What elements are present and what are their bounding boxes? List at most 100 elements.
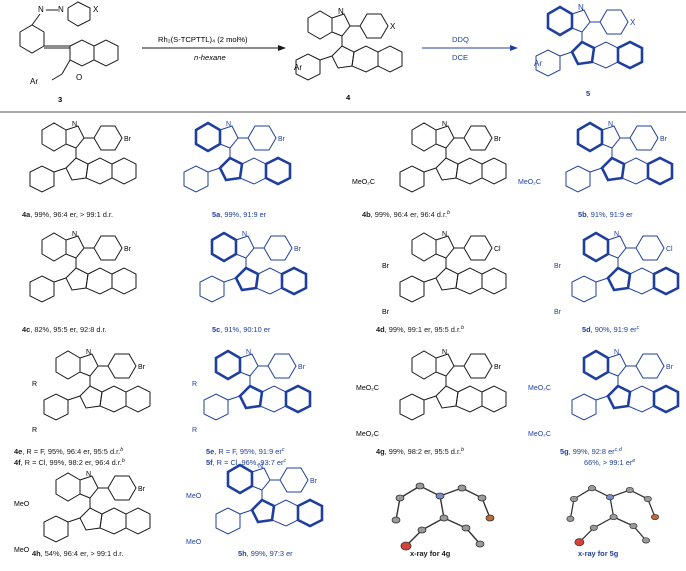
atom-n2: N [58,5,64,14]
caption-4e: 4e, R = F, 95%, 96:4 er, 95:5 d.r.b [14,447,123,456]
caption-5e: 5e, R = F, 95%, 91:9 erc [206,447,285,456]
atom-n: N [442,231,447,238]
group-meo-2: MeO [186,539,202,546]
structure-5g: N Br MeO₂C MeO₂C [528,349,680,438]
caption-5f: 5f, R = Cl, 96%, 93:7 erc [206,458,286,467]
step2-reagent: DDQ [452,35,469,44]
atom-n: N [246,349,251,356]
step1-solvent: n-hexane [194,53,226,62]
atom-n: N [86,471,91,478]
group-meo2c: MeO₂C [518,179,541,186]
atom-n: N [442,121,447,128]
atom-br-2: Br [554,309,562,316]
atom-n: N [72,231,77,238]
structure-4a: N Br [29,121,137,193]
atom-r-2: R [32,427,37,434]
atom-n: N [86,349,91,356]
group-meo2c-2: MeO₂C [528,431,551,438]
atom-br-1: Br [554,263,562,270]
caption-5d: 5d, 90%, 91:9 erc [582,325,640,334]
structure-4g: N Br MeO₂C MeO₂C [356,349,507,438]
reactant-3-structure: N N X O Ar 3 [19,1,119,104]
caption-5b: 5b, 91%, 91:9 er [578,210,633,219]
atom-br: Br [310,478,318,485]
atom-n: N [614,231,619,238]
step2-solvent: DCE [452,53,468,62]
label-5: 5 [586,89,591,98]
caption-xray-5g: x-ray for 5g [578,549,619,558]
group-meo2c-1: MeO₂C [528,385,551,392]
atom-n: N [338,7,344,16]
atom-br: Br [124,246,132,253]
atom-br: Br [666,364,674,371]
atom-br: Br [278,136,286,143]
caption-5g-recryst: 66%, > 99:1 ere [584,458,635,467]
atom-br: Br [138,486,146,493]
group-meo2c-2: MeO₂C [356,431,379,438]
group-meo-1: MeO [186,493,202,500]
caption-4g: 4g, 99%, 98:2 er, 95:5 d.r.b [376,447,464,456]
atom-br: Br [494,136,502,143]
structure-4c: N Br [29,231,137,303]
group-meo-2: MeO [14,547,30,554]
caption-5g: 5g, 99%, 92:8 erc,d [560,447,623,456]
structure-4e: N Br R R [32,349,151,434]
atom-n: N [614,349,619,356]
structure-5e: N Br R R [192,349,312,434]
atom-br: Br [124,136,132,143]
group-meo-1: MeO [14,501,30,508]
caption-5c: 5c, 91%, 90:10 er [212,325,271,334]
atom-r-2: R [192,427,197,434]
caption-4f: 4f, R = Cl, 99%, 98:2 er, 96:4 d.r.b [14,458,125,467]
atom-ar: Ar [294,63,302,72]
atom-br: Br [294,246,302,253]
caption-4b: 4b, 99%, 96:4 er, 96:4 d.r.b [362,210,450,219]
group-meo2c-1: MeO₂C [356,385,379,392]
intermediate-4-structure: N X Ar 4 [294,7,403,102]
atom-x: X [93,5,99,14]
structure-5a: N Br [182,121,292,194]
atom-n: N [258,463,263,470]
group-meo2c: MeO₂C [352,179,375,186]
atom-br: Br [494,364,502,371]
caption-4h: 4h, 54%, 96:4 er, > 99:1 d.r. [32,549,123,558]
atom-cl: Cl [494,246,501,253]
atom-n1: N [38,5,44,14]
structure-4b: N Br MeO₂C [352,121,507,193]
atom-ar: Ar [534,59,542,68]
atom-br-2: Br [382,309,390,316]
caption-4a: 4a, 99%, 96:4 er, > 99:1 d.r. [22,210,113,219]
atom-r-1: R [32,381,37,388]
structure-5b: N Br MeO₂C [518,121,674,194]
caption-5h: 5h, 99%, 97:3 er [238,549,293,558]
step1-reagent: Rh₂(S-TCPTTL)₄ (2 mol%) [158,35,248,44]
structure-4d: N Cl Br Br [382,231,507,316]
atom-n: N [608,121,613,128]
atom-cl: Cl [666,246,673,253]
structure-5c: N Br [198,231,308,304]
caption-xray-4g: x-ray for 4g [410,549,451,558]
atom-n: N [242,231,247,238]
atom-n: N [578,3,584,12]
structure-5d: N Cl Br Br [554,231,680,316]
atom-n: N [226,121,231,128]
atom-x: X [630,18,636,27]
label-4: 4 [346,93,351,102]
atom-o: O [76,73,82,82]
atom-br: Br [138,364,146,371]
atom-x: X [390,22,396,31]
structure-5h: N Br MeO MeO [186,463,324,546]
atom-r-1: R [192,381,197,388]
product-5-structure: N X Ar 5 [534,3,644,98]
atom-br-1: Br [382,263,390,270]
caption-4c: 4c, 82%, 95:5 er, 92:8 d.r. [22,325,107,334]
xray-structure-5g [566,484,660,547]
atom-br: Br [660,136,668,143]
xray-structure-4g [391,482,495,551]
arrow-step-2: DDQ DCE [422,35,518,62]
atom-n: N [442,349,447,356]
caption-5a: 5a, 99%, 91:9 er [212,210,267,219]
atom-br: Br [298,364,306,371]
arrow-step-1: Rh₂(S-TCPTTL)₄ (2 mol%) n-hexane [142,35,286,62]
